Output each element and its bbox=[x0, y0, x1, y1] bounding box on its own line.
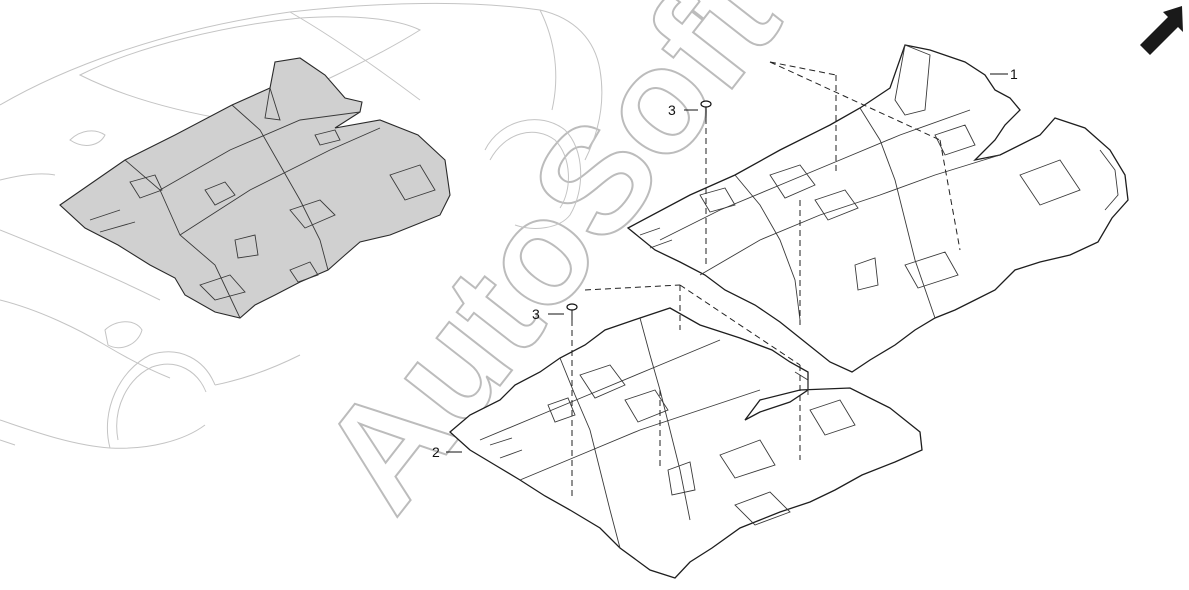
clip-upper bbox=[700, 100, 712, 118]
callout-1: 1 bbox=[1010, 66, 1018, 82]
car-outline bbox=[0, 2, 603, 449]
alignment-lines bbox=[571, 61, 961, 500]
front-direction-arrow-icon bbox=[1140, 6, 1183, 55]
callout-2: 2 bbox=[432, 444, 440, 460]
rear-floor-carpet bbox=[449, 307, 923, 579]
callout-3-upper: 3 bbox=[668, 102, 676, 118]
clip-lower bbox=[566, 303, 578, 320]
callout-3-lower: 3 bbox=[532, 306, 540, 322]
installed-carpet-highlight bbox=[59, 57, 451, 319]
